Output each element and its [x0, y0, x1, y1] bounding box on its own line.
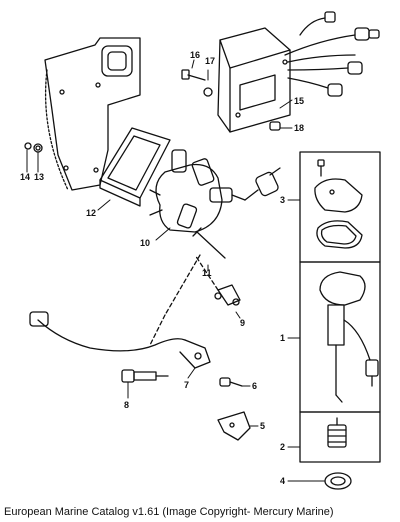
screw-6 [219, 377, 243, 387]
wire-terminal [244, 167, 281, 201]
spacer-18 [269, 121, 281, 131]
callout-labels: 1 2 3 4 5 6 7 8 9 10 11 12 13 14 15 16 1… [20, 50, 304, 486]
rotor-shaft-1 [319, 271, 379, 403]
callout-6: 6 [252, 381, 257, 391]
leader-lines [26, 59, 326, 482]
callout-5: 5 [260, 421, 265, 431]
ignition-module-15 [217, 11, 380, 133]
guide-lines [149, 254, 219, 346]
callout-8: 8 [124, 400, 129, 410]
callout-15: 15 [294, 96, 304, 106]
bolt-11 [192, 227, 226, 259]
cap-cover [314, 178, 363, 213]
callout-12: 12 [86, 208, 96, 218]
callout-7: 7 [184, 380, 189, 390]
kit-box-3 [299, 151, 381, 263]
clip-5 [217, 411, 251, 441]
kit-box-2 [299, 411, 381, 463]
callout-1: 1 [280, 333, 285, 343]
cap-screw [317, 159, 325, 177]
callout-16: 16 [190, 50, 200, 60]
callout-9: 9 [240, 318, 245, 328]
screws-16-17 [181, 69, 213, 97]
bracket-12 [99, 127, 171, 207]
cap-gasket [316, 220, 363, 249]
distributor-assembly-10 [149, 149, 246, 233]
sensor-cable-7 [29, 311, 211, 369]
gear-2 [327, 417, 347, 448]
catalog-caption: European Marine Catalog v1.61 (Image Cop… [4, 506, 334, 518]
clip-9 [214, 284, 241, 306]
callout-3: 3 [280, 195, 285, 205]
callout-18: 18 [294, 123, 304, 133]
callout-11: 11 [202, 268, 212, 278]
callout-17: 17 [205, 56, 215, 66]
nut-washer-13-14 [24, 142, 43, 153]
callout-14: 14 [20, 172, 30, 182]
callout-2: 2 [280, 442, 285, 452]
parts-diagram: 1 2 3 4 5 6 7 8 9 10 11 12 13 14 15 16 1… [20, 11, 381, 490]
washer-4 [324, 472, 352, 490]
callout-10: 10 [140, 238, 150, 248]
callout-13: 13 [34, 172, 44, 182]
kit-box-1 [299, 261, 381, 413]
mounting-plate [44, 37, 141, 191]
callout-4: 4 [280, 476, 285, 486]
sensor-8 [121, 369, 169, 383]
